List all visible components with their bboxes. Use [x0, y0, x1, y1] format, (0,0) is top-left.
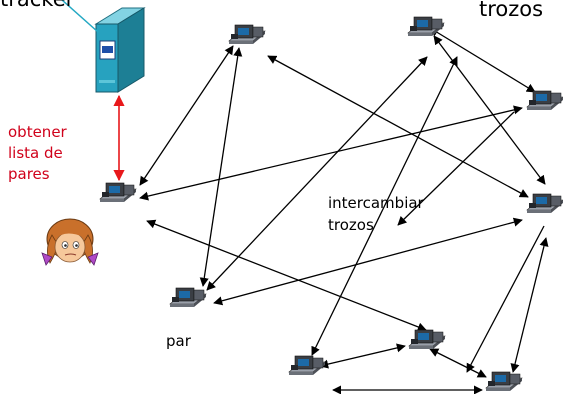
tracker-label: tracker — [0, 0, 74, 11]
chunks-label: trozos — [479, 0, 544, 21]
peer-label: par — [166, 332, 191, 350]
cartoon-girl-icon — [41, 218, 99, 266]
exchange-chunks-label: intercambiar trozos — [328, 194, 424, 234]
tracker-pointer-line — [61, 0, 99, 33]
get-peer-list-label: obtener lista de pares — [8, 123, 67, 183]
peer-connections — [139, 27, 549, 394]
server-tower-icon — [94, 7, 146, 93]
